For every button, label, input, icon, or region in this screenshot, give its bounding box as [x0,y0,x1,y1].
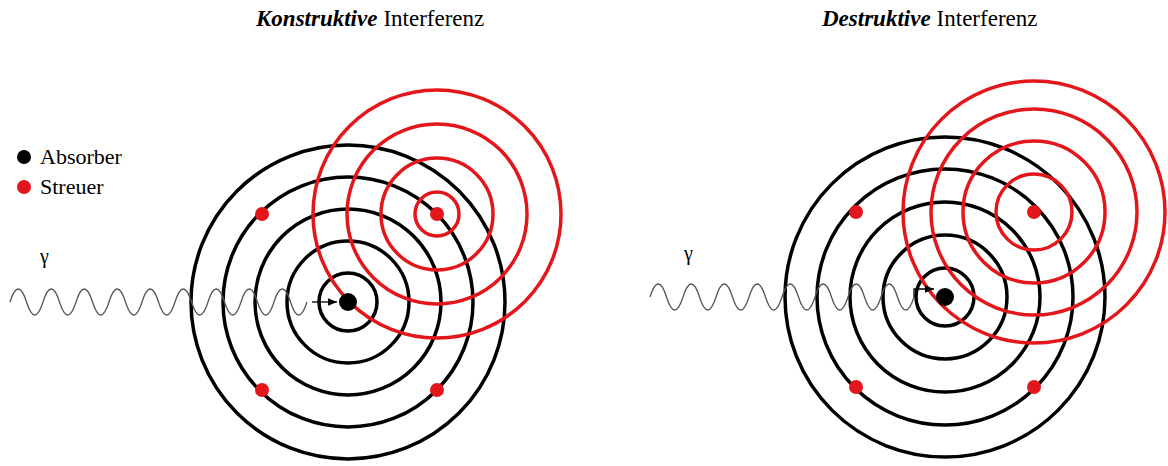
title-word: Destruktive [822,6,931,31]
legend-text: Streuer [40,176,104,198]
legend-swatch [17,150,31,164]
absorber-dot [339,293,357,311]
scatterer-waves [313,90,561,338]
legend-swatch [17,180,31,194]
incidence-arrow [312,301,337,302]
gamma-wave [650,284,914,310]
scatterer-dots [255,207,444,397]
title-word: Interferenz [383,6,484,31]
gamma-label: γ [684,243,693,263]
incidence-arrow [914,289,934,297]
title-word: Interferenz [937,6,1038,31]
panel-title: KonstruktiveInterferenz [256,6,484,31]
scatterer-dots [849,205,1041,394]
scatterer-waves [903,81,1165,343]
legend-text: Absorber [40,146,122,168]
panel-title: DestruktiveInterferenz [822,6,1037,31]
gamma-label: γ [40,246,49,266]
gamma-wave [10,289,307,315]
absorber-dot [936,288,954,306]
absorber-waves [785,137,1105,457]
title-word: Konstruktive [256,6,377,31]
